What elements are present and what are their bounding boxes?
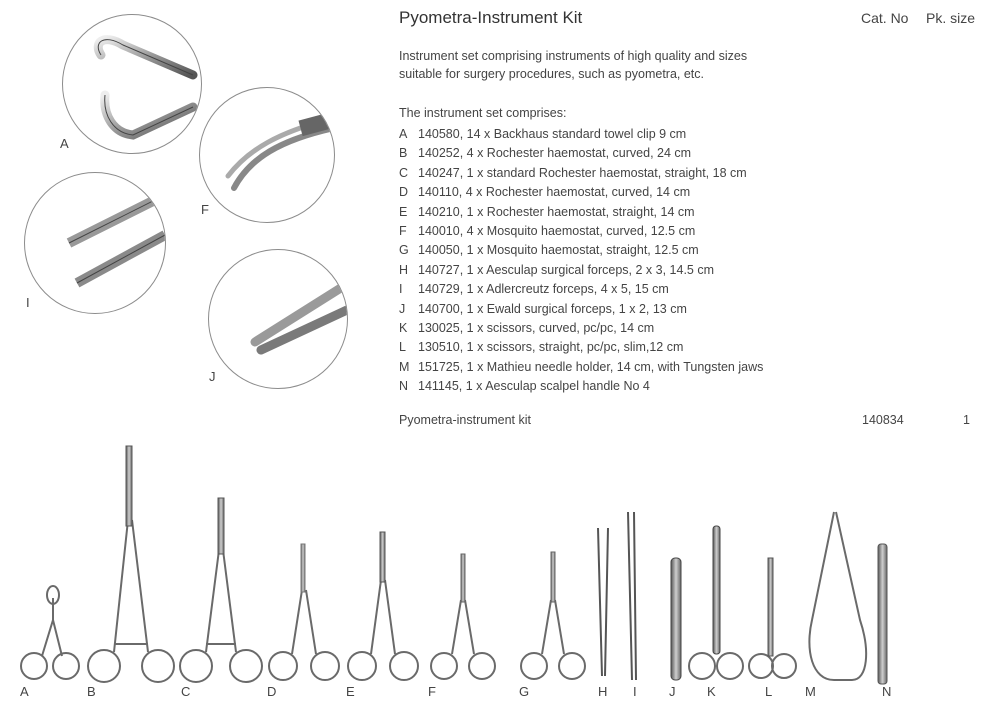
list-item: M 151725, 1 x Mathieu needle holder, 14 c… [399,358,763,377]
item-text: 140252, 4 x Rochester haemostat, curved,… [418,146,692,161]
item-text: 140110, 4 x Rochester haemostat, curved,… [418,185,691,200]
bottom-label-a: A [20,684,29,699]
kit-pk-size: 1 [963,413,970,427]
item-letter: D [399,185,409,200]
item-letter: C [399,165,409,180]
item-text: 140727, 1 x Aesculap surgical forceps, 2… [418,262,715,277]
towel-clip-closeup-image [93,35,198,140]
pk-size-header: Pk. size [926,10,976,26]
bottom-label-c: C [181,684,191,699]
bottom-label-j: J [669,684,676,699]
list-item: E 140210, 1 x Rochester haemostat, straig… [399,203,763,222]
item-text: 140010, 4 x Mosquito haemostat, curved, … [418,223,696,238]
list-item: G 140050, 1 x Mosquito haemostat, straigh… [399,241,763,260]
detail-circle-f [199,87,335,223]
cat-no-header: Cat. No [861,10,909,26]
adlercreutz-forceps-closeup-image [66,190,165,288]
bottom-label-l: L [765,684,773,699]
list-item: B 140252, 4 x Rochester haemostat, curved… [399,144,763,163]
kit-cat-no: 140834 [862,413,904,427]
list-item: N 141145, 1 x Aesculap scalpel handle No … [399,377,763,396]
item-text: 140210, 1 x Rochester haemostat, straigh… [418,204,695,219]
ewald-forceps-closeup-image [250,279,347,355]
kit-name: Pyometra-instrument kit [399,413,531,427]
detail-circle-a [62,14,202,154]
item-text: 140050, 1 x Mosquito haemostat, straight… [418,243,699,258]
detail-label-i: I [26,295,30,310]
intro-text: Instrument set comprising instruments of… [399,47,819,83]
item-letter: G [399,243,409,258]
item-text: 140729, 1 x Adlercreutz forceps, 4 x 5, … [418,282,669,297]
item-text: 140700, 1 x Ewald surgical forceps, 1 x … [418,301,687,316]
bottom-label-i: I [633,684,637,699]
intro-line-1: Instrument set comprising instruments of… [399,49,748,63]
item-text: 140580, 14 x Backhaus standard towel cli… [418,127,687,141]
item-letter: A [399,127,408,141]
list-item: J 140700, 1 x Ewald surgical forceps, 1 x… [399,300,763,319]
list-item: K 130025, 1 x scissors, curved, pc/pc, 14… [399,319,763,338]
bottom-label-e: E [346,684,355,699]
item-text: 151725, 1 x Mathieu needle holder, 14 cm… [418,359,764,374]
detail-circle-i [24,172,166,314]
mosquito-haemostat-closeup-image [225,111,334,191]
list-item: F 140010, 4 x Mosquito haemostat, curved,… [399,222,763,241]
instrument-list: A 140580, 14 x Backhaus standard towel cl… [399,125,763,396]
item-letter: H [399,262,409,277]
detail-circle-j [208,249,348,389]
detail-label-f: F [201,202,209,217]
item-letter: K [399,320,408,335]
item-letter: L [399,340,406,355]
instrument-lineup-image [20,445,888,685]
bottom-label-g: G [519,684,530,699]
item-letter: F [399,223,407,238]
item-letter: E [399,204,408,219]
page-title: Pyometra-Instrument Kit [399,8,583,27]
item-letter: J [399,301,406,316]
list-item: D 140110, 4 x Rochester haemostat, curved… [399,183,763,202]
item-text: 141145, 1 x Aesculap scalpel handle No 4 [418,379,650,394]
list-item: C 140247, 1 x standard Rochester haemosta… [399,164,763,183]
detail-label-a: A [60,136,69,151]
bottom-label-d: D [267,684,277,699]
item-letter: B [399,146,408,161]
detail-label-j: J [209,369,216,384]
item-letter: N [399,379,409,394]
item-text: 130025, 1 x scissors, curved, pc/pc, 14 … [418,320,655,335]
bottom-label-h: H [598,684,608,699]
bottom-label-f: F [428,684,436,699]
item-letter: M [399,359,410,374]
bottom-label-m: M [805,684,816,699]
list-item: A 140580, 14 x Backhaus standard towel cl… [399,125,763,144]
list-item: L 130510, 1 x scissors, straight, pc/pc, … [399,338,763,357]
list-item: I 140729, 1 x Adlercreutz forceps, 4 x 5,… [399,280,763,299]
item-text: 130510, 1 x scissors, straight, pc/pc, s… [418,340,684,355]
item-text: 140247, 1 x standard Rochester haemostat… [418,165,747,180]
bottom-label-k: K [707,684,716,699]
bottom-label-n: N [882,684,892,699]
item-letter: I [399,282,403,297]
comprises-label: The instrument set comprises: [399,106,567,120]
intro-line-2: suitable for surgery procedures, such as… [399,67,705,81]
bottom-label-b: B [87,684,96,699]
list-item: H 140727, 1 x Aesculap surgical forceps, … [399,261,763,280]
